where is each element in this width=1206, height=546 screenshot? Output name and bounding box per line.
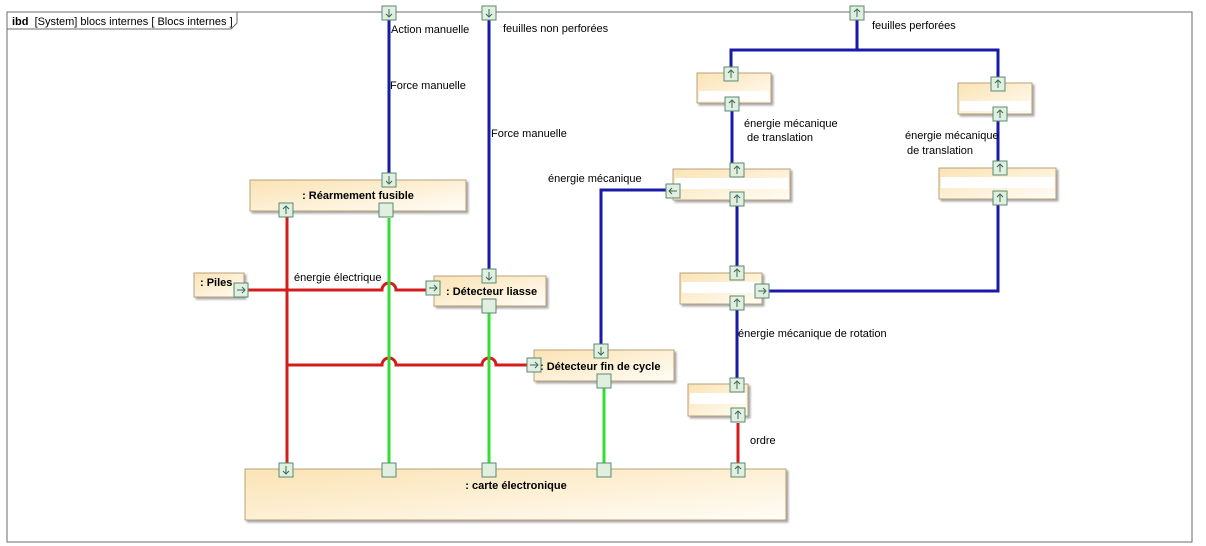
port-arrow-icon bbox=[282, 205, 290, 214]
port-arrow-icon bbox=[597, 347, 605, 356]
port-arrow-icon bbox=[485, 272, 493, 281]
flow-port-up[interactable] bbox=[992, 190, 1008, 206]
flow-port[interactable] bbox=[381, 462, 397, 478]
flow-port-right[interactable] bbox=[233, 282, 249, 298]
flow-port-up[interactable] bbox=[729, 191, 745, 207]
flow-port[interactable] bbox=[481, 462, 497, 478]
flow-port-up[interactable] bbox=[990, 76, 1006, 92]
flow-port-down[interactable] bbox=[481, 5, 497, 21]
port-arrow-icon bbox=[237, 286, 246, 294]
block-name: : Piles bbox=[200, 277, 232, 289]
flow-label: énergie mécanique bbox=[905, 130, 999, 142]
block-name: : Détecteur liasse bbox=[446, 286, 537, 298]
port-arrow-icon bbox=[282, 466, 290, 475]
flow-port-up[interactable] bbox=[724, 96, 740, 112]
port-arrow-icon bbox=[996, 163, 1004, 172]
flow-port-down[interactable] bbox=[593, 343, 609, 359]
block-name: : Réarmement fusible bbox=[302, 190, 414, 202]
block-carte-electronique[interactable]: : carte électronique bbox=[244, 468, 787, 521]
flow-port-up[interactable] bbox=[730, 407, 746, 423]
flow-label: feuilles non perforées bbox=[503, 23, 609, 35]
port-arrow-icon bbox=[530, 361, 539, 369]
port-arrow-icon bbox=[733, 298, 741, 307]
mechanical-connectors bbox=[387, 20, 1000, 384]
flow-label: Force manuelle bbox=[491, 128, 567, 140]
flow-port-up[interactable] bbox=[729, 162, 745, 178]
flow-port[interactable] bbox=[596, 462, 612, 478]
port-arrow-icon bbox=[733, 165, 741, 174]
flow-label: énergie mécanique de rotation bbox=[738, 328, 887, 340]
port-arrow-icon bbox=[385, 176, 393, 185]
port-arrow-icon bbox=[429, 284, 438, 292]
flow-port-up[interactable] bbox=[849, 5, 865, 21]
flow-label: de translation bbox=[907, 145, 973, 157]
port-arrow-icon bbox=[996, 193, 1004, 202]
flow-port-down[interactable] bbox=[481, 268, 497, 284]
port-arrow-icon bbox=[733, 380, 741, 389]
flow-port-up[interactable] bbox=[729, 295, 745, 311]
flow-labels: Action manuelle Force manuelle feuilles … bbox=[294, 20, 999, 447]
port-arrow-icon bbox=[728, 99, 736, 108]
port-arrow-icon bbox=[994, 79, 1002, 88]
signal-connectors bbox=[387, 218, 606, 464]
flow-port[interactable] bbox=[378, 202, 394, 218]
flow-port-up[interactable] bbox=[723, 66, 739, 82]
flow-port-up[interactable] bbox=[729, 265, 745, 281]
port-arrow-icon bbox=[485, 9, 493, 18]
port-arrow-icon bbox=[734, 465, 742, 474]
port-arrow-icon bbox=[727, 69, 735, 78]
port-arrow-icon bbox=[734, 410, 742, 419]
flow-port-up[interactable] bbox=[278, 202, 294, 218]
flow-port-right[interactable] bbox=[526, 357, 542, 373]
flow-port-down[interactable] bbox=[278, 462, 294, 478]
flow-label: énergie mécanique bbox=[744, 118, 838, 130]
block-name: : Détecteur fin de cycle bbox=[540, 361, 660, 373]
flow-port-down[interactable] bbox=[381, 172, 397, 188]
flow-label: énergie mécanique bbox=[548, 173, 642, 185]
ports bbox=[233, 5, 1008, 478]
port-arrow-icon bbox=[853, 8, 861, 17]
port-arrow-icon bbox=[758, 287, 767, 295]
port-arrow-icon bbox=[385, 9, 393, 18]
flow-port-left[interactable] bbox=[665, 183, 681, 199]
flow-label: de translation bbox=[747, 132, 813, 144]
flow-port-right[interactable] bbox=[754, 283, 770, 299]
block-name: : carte électronique bbox=[465, 480, 566, 492]
flow-label: ordre bbox=[750, 435, 776, 447]
port-arrow-icon bbox=[733, 268, 741, 277]
port-arrow-icon bbox=[733, 194, 741, 203]
port-arrow-icon bbox=[996, 109, 1004, 118]
flow-port-up[interactable] bbox=[729, 377, 745, 393]
flow-port[interactable] bbox=[596, 373, 612, 389]
frame-title: ibd [System] blocs internes [ Blocs inte… bbox=[12, 16, 233, 28]
flow-port-right[interactable] bbox=[425, 280, 441, 296]
flow-port-up[interactable] bbox=[992, 160, 1008, 176]
block-mechanical[interactable] bbox=[679, 272, 763, 305]
flow-port-up[interactable] bbox=[992, 106, 1008, 122]
flow-label: énergie électrique bbox=[294, 272, 381, 284]
flow-label: Action manuelle bbox=[391, 24, 469, 36]
flow-port-down[interactable] bbox=[381, 5, 397, 21]
flow-port[interactable] bbox=[481, 298, 497, 314]
flow-label: Force manuelle bbox=[390, 80, 466, 92]
flow-label: feuilles perforées bbox=[872, 20, 956, 32]
port-arrow-icon bbox=[668, 187, 677, 195]
flow-port-up[interactable] bbox=[730, 462, 746, 478]
